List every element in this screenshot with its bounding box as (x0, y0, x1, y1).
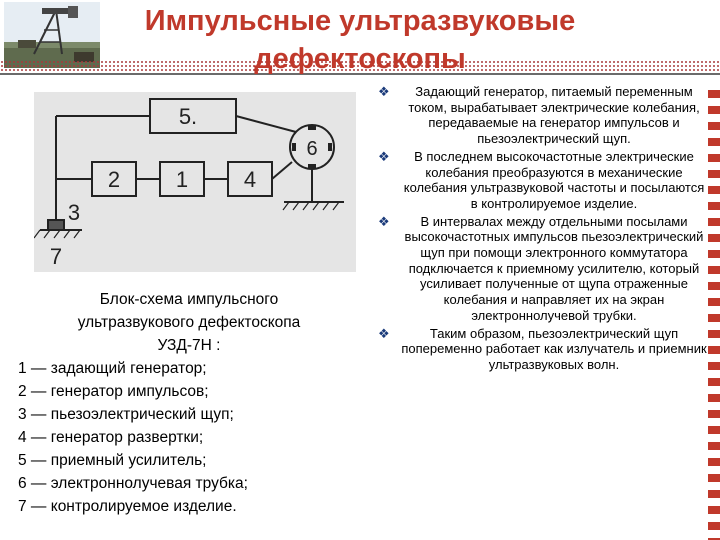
header-dotted-band (0, 60, 720, 74)
explanation-bullets: ❖ Задающий генератор, питаемый переменны… (376, 84, 708, 375)
legend-item: 7 — контролируемое изделие. (18, 498, 237, 515)
legend-item: 3 — пьезоэлектрический щуп; (18, 406, 234, 423)
decorative-side-stripe (708, 90, 720, 540)
bullet-text: В интервалах между отдельными посылами в… (404, 213, 704, 323)
probe (47, 219, 65, 231)
slide-title: Импульсные ультразвуковые дефектоскопы (140, 2, 580, 78)
bullet-text: Таким образом, пьезоэлектрический щуп по… (401, 325, 707, 372)
caption-title-line-3: УЗД-7Н : (157, 337, 221, 354)
header-divider (0, 73, 720, 75)
bullet-item: ❖ Таким образом, пьезоэлектрический щуп … (376, 326, 708, 373)
block-diagram-drawing: 5. 2 1 4 6 3 7 (33, 98, 344, 269)
diamond-bullet-icon: ❖ (378, 325, 390, 341)
block-diagram: 5. 2 1 4 6 3 7 (33, 92, 356, 272)
block-1-label: 1 (176, 167, 188, 192)
diamond-bullet-icon: ❖ (378, 213, 390, 229)
caption-title-line-1: Блок-схема импульсного (99, 291, 279, 308)
object-label: 7 (50, 244, 62, 269)
legend-item: 6 — электроннолучевая трубка; (18, 475, 248, 492)
block-2-label: 2 (108, 167, 120, 192)
bullet-text: В последнем высокочастотные электрически… (403, 148, 705, 211)
legend-item: 1 — задающий генератор; (18, 360, 207, 377)
bullet-text: Задающий генератор, питаемый переменным … (408, 84, 700, 147)
bullet-item: ❖ Задающий генератор, питаемый переменны… (376, 84, 708, 147)
title-line-2: дефектоскопы (254, 43, 466, 75)
diamond-bullet-icon: ❖ (378, 148, 390, 164)
title-line-1: Импульсные ультразвуковые (144, 5, 576, 37)
diagram-caption: Блок-схема импульсного ультразвукового д… (18, 288, 360, 518)
oil-derrick-photo (4, 2, 100, 68)
caption-title-line-2: ультразвукового дефектоскопа (77, 314, 301, 331)
probe-label: 3 (68, 200, 80, 225)
block-4-label: 4 (244, 167, 256, 192)
legend-item: 2 — генератор импульсов; (18, 383, 209, 400)
block-6-label: 6 (306, 138, 317, 160)
legend-item: 4 — генератор развертки; (18, 429, 204, 446)
block-5-label: 5. (179, 104, 197, 129)
bullet-item: ❖ В последнем высокочастотные электричес… (376, 149, 708, 212)
diamond-bullet-icon: ❖ (378, 84, 390, 99)
legend-item: 5 — приемный усилитель; (18, 452, 207, 469)
bullet-item: ❖ В интервалах между отдельными посылами… (376, 214, 708, 324)
